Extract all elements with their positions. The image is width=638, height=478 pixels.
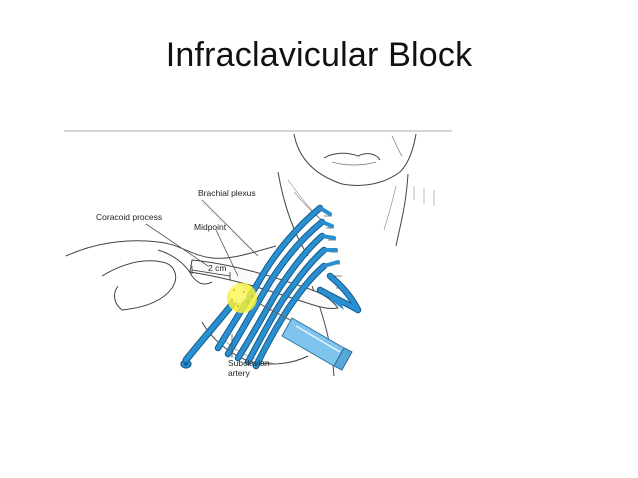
subclavian-label: Subclavian [228, 358, 270, 368]
rib-outline [201, 321, 309, 365]
plexus-leader [201, 199, 259, 257]
distance-label: 2 cm [208, 263, 227, 273]
anatomy-figure: Coracoid process Brachial plexus Midpoin… [62, 126, 454, 398]
artery-label: artery [228, 368, 250, 378]
anatomy-illustration [64, 130, 452, 377]
midpoint-leader [215, 229, 239, 277]
nerve-roots [318, 206, 340, 268]
brachial-plexus-label: Brachial plexus [198, 188, 256, 198]
humeral-head-outline [101, 260, 177, 311]
plexus-arrow-icon [328, 298, 344, 310]
neck-right-outline [395, 173, 409, 247]
needle-syringe [259, 303, 353, 371]
coracoid-outline [157, 249, 193, 277]
slide-title: Infraclavicular Block [165, 36, 473, 74]
midpoint-label: Midpoint [194, 222, 227, 232]
coracoid-leader [145, 223, 209, 267]
label-leader-lines [145, 199, 259, 358]
coracoid-process-label: Coracoid process [96, 212, 163, 222]
brachial-plexus-nerves [214, 204, 362, 370]
injection-site-highlight [227, 283, 257, 313]
mouth-outline [323, 152, 381, 161]
neck-left-outline [277, 171, 309, 257]
chin-outline [293, 133, 417, 186]
